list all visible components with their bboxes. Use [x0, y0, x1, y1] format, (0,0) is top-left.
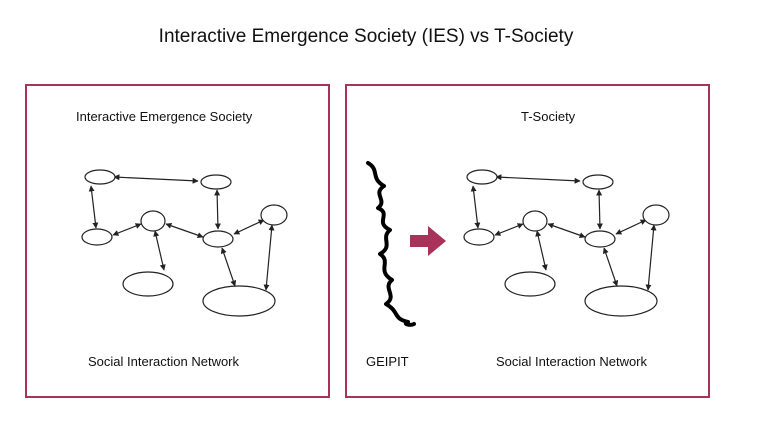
node	[642, 204, 670, 226]
node	[584, 230, 616, 248]
transform-arrow-icon	[410, 226, 446, 256]
geipit-squiggle	[366, 161, 416, 327]
left-panel	[25, 84, 330, 398]
edge	[494, 223, 524, 236]
left-panel-caption: Social Interaction Network	[88, 354, 240, 369]
right-panel	[345, 84, 710, 398]
right-panel-heading: T-Society	[521, 109, 576, 124]
edge	[113, 174, 199, 184]
node	[522, 210, 548, 232]
edge	[495, 174, 581, 184]
edge	[602, 247, 619, 287]
node	[122, 271, 174, 297]
right-network	[463, 169, 670, 317]
geipit-label: GEIPIT	[366, 354, 409, 369]
right-panel-caption: Social Interaction Network	[496, 354, 648, 369]
node	[202, 230, 234, 248]
node	[202, 285, 276, 317]
edge	[88, 185, 99, 229]
edge	[263, 224, 275, 291]
node	[260, 204, 288, 226]
node	[81, 228, 113, 246]
edge	[470, 185, 481, 229]
node	[200, 174, 232, 190]
edge	[615, 219, 647, 235]
node	[140, 210, 166, 232]
left-panel-heading: Interactive Emergence Society	[76, 109, 253, 124]
edge	[233, 219, 265, 235]
edge	[220, 247, 237, 287]
edge	[547, 222, 586, 239]
edge	[165, 222, 204, 239]
page-title: Interactive Emergence Society (IES) vs T…	[158, 26, 574, 47]
node	[466, 169, 498, 185]
edge	[153, 230, 166, 271]
edge	[596, 189, 603, 230]
edge	[112, 223, 142, 236]
node	[84, 169, 116, 185]
node	[582, 174, 614, 190]
edge	[645, 224, 657, 291]
edge	[214, 189, 221, 230]
node	[463, 228, 495, 246]
edge	[535, 230, 548, 271]
node	[584, 285, 658, 317]
node	[504, 271, 556, 297]
left-network	[81, 169, 288, 317]
